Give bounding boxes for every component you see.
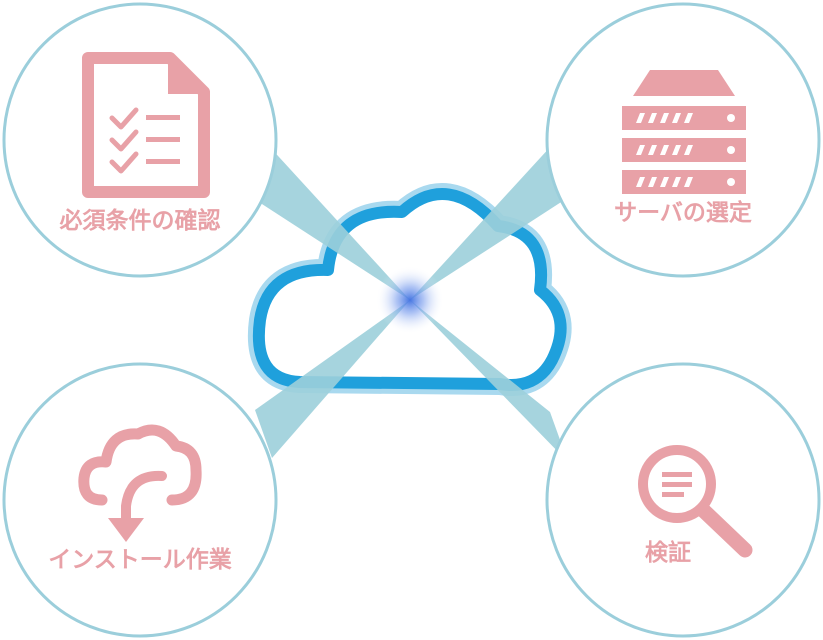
beams [248, 145, 572, 462]
node-label-requirements: 必須条件の確認 [60, 207, 221, 234]
beam-bottom-right [410, 300, 568, 462]
node-circle-install [2, 362, 278, 638]
beam-top-right [410, 145, 572, 300]
node-circle-verify [545, 362, 821, 638]
beam-top-left [248, 145, 410, 300]
checklist-document-icon [82, 52, 210, 198]
node-label-install: インストール作業 [48, 546, 233, 573]
beam-bottom-left [255, 300, 410, 458]
cloud-download-icon [78, 424, 202, 542]
node-label-verify: 検証 [645, 539, 691, 566]
server-rack-icon [622, 70, 746, 194]
magnifier-icon [638, 445, 753, 558]
node-label-server: サーバの選定 [614, 199, 752, 226]
center-glow [376, 266, 444, 334]
node-circle-requirements [2, 2, 278, 278]
